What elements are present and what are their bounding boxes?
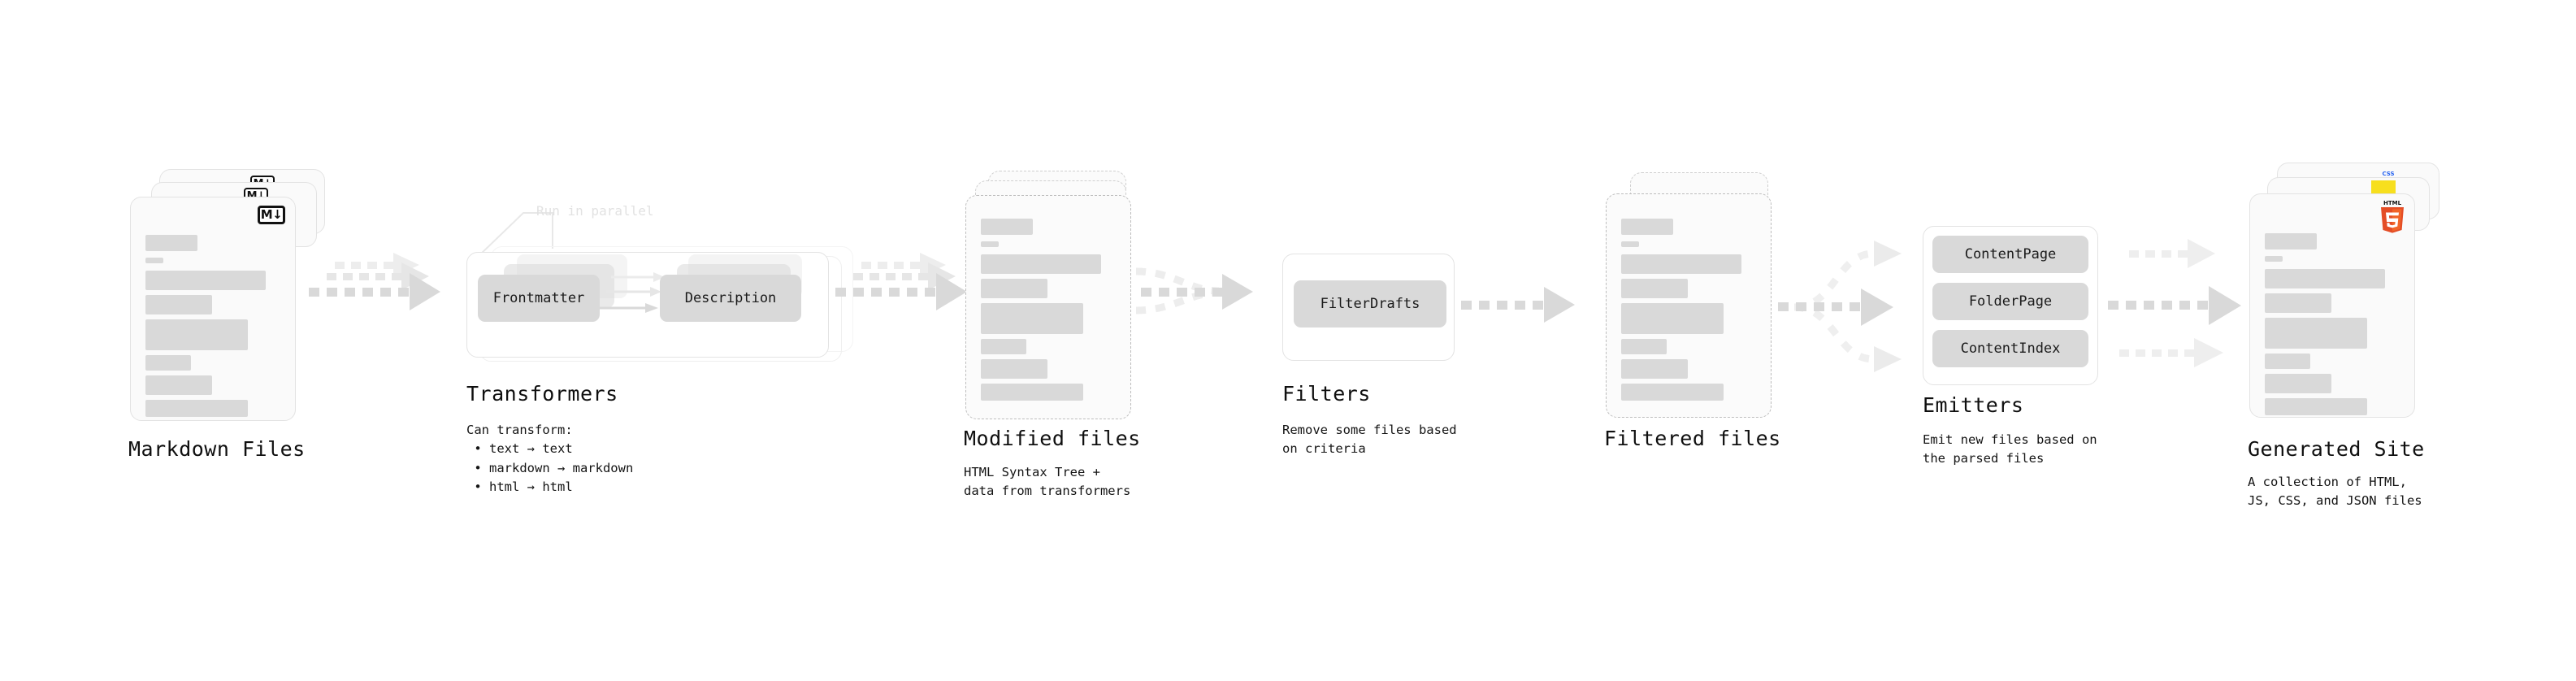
skeleton-line <box>1621 254 1741 274</box>
stage-subtitle: Remove some files based on criteria <box>1282 423 1457 457</box>
pill-frontmatter[interactable]: Frontmatter <box>478 275 600 322</box>
pill-filterdrafts[interactable]: FilterDrafts <box>1294 280 1446 327</box>
skeleton-line <box>2265 269 2385 288</box>
arrow-transformers-to-modified <box>835 253 967 310</box>
pill-description[interactable]: Description <box>660 275 801 322</box>
skeleton-line <box>145 319 248 350</box>
arrow-emitters-to-site <box>2108 239 2241 367</box>
modified-file-card <box>965 195 1131 419</box>
skeleton-line <box>1621 339 1667 354</box>
skeleton-line <box>1621 219 1673 235</box>
skeleton-line <box>2265 398 2367 415</box>
skeleton-line <box>1621 279 1688 298</box>
filtered-file-card <box>1606 193 1772 418</box>
skeleton-line <box>981 339 1026 354</box>
stage-subtitle: Can transform: • text → text • markdown … <box>466 423 634 494</box>
stage-title: Transformers <box>466 382 618 406</box>
js-badge <box>2371 180 2396 197</box>
generated-site-card: HTML <box>2249 193 2415 418</box>
stage-title: Modified files <box>964 427 1141 450</box>
stage-title: Filtered files <box>1604 427 1781 450</box>
html5-icon: HTML <box>2381 200 2404 233</box>
skeleton-line <box>981 219 1033 235</box>
skeleton-line <box>2265 374 2331 393</box>
pill-folderpage[interactable]: FolderPage <box>1932 283 2088 320</box>
skeleton-line <box>2265 256 2283 262</box>
skeleton-line <box>981 254 1101 274</box>
svg-text:HTML: HTML <box>2383 200 2402 206</box>
skeleton-line <box>1621 359 1688 379</box>
skeleton-line <box>145 375 212 395</box>
skeleton-line <box>1621 303 1724 334</box>
stage-title: Filters <box>1282 382 1371 406</box>
skeleton-line <box>145 235 197 251</box>
skeleton-line <box>2265 318 2367 349</box>
skeleton-line <box>1621 241 1639 247</box>
stage-title: Generated Site <box>2248 437 2425 461</box>
run-in-parallel-label: Run in parallel <box>536 203 654 219</box>
arrow-markdown-to-transformers <box>309 253 440 310</box>
skeleton-line <box>2265 233 2317 249</box>
css-badge-label: CSS <box>2382 171 2395 177</box>
skeleton-line <box>981 241 999 247</box>
stage-title: Markdown Files <box>128 437 306 461</box>
skeleton-line <box>2265 293 2331 313</box>
skeleton-line <box>145 258 163 263</box>
pill-contentpage[interactable]: ContentPage <box>1932 236 2088 273</box>
arrow-modified-to-filters <box>1135 267 1253 314</box>
transformer-inner-arrows <box>596 272 665 313</box>
stage-title: Emitters <box>1923 393 2024 417</box>
skeleton-line <box>981 384 1083 401</box>
skeleton-line <box>1621 384 1724 401</box>
stage-subtitle: Emit new files based on the parsed files <box>1923 432 2097 466</box>
skeleton-line <box>981 359 1047 379</box>
skeleton-line <box>145 295 212 314</box>
skeleton-line <box>145 271 266 290</box>
arrow-filters-to-filtered <box>1461 287 1575 323</box>
arrow-filtered-to-emitters <box>1778 241 1902 372</box>
stage-subtitle: HTML Syntax Tree + data from transformer… <box>964 465 1131 499</box>
markdown-file-card: M↓ <box>130 197 296 421</box>
markdown-badge: M↓ <box>258 206 285 224</box>
pill-contentindex[interactable]: ContentIndex <box>1932 330 2088 367</box>
skeleton-line <box>981 303 1083 334</box>
stage-subtitle: A collection of HTML, JS, CSS, and JSON … <box>2248 475 2422 509</box>
skeleton-line <box>145 355 191 371</box>
skeleton-line <box>145 400 248 417</box>
skeleton-line <box>2265 354 2310 369</box>
skeleton-line <box>981 279 1047 298</box>
